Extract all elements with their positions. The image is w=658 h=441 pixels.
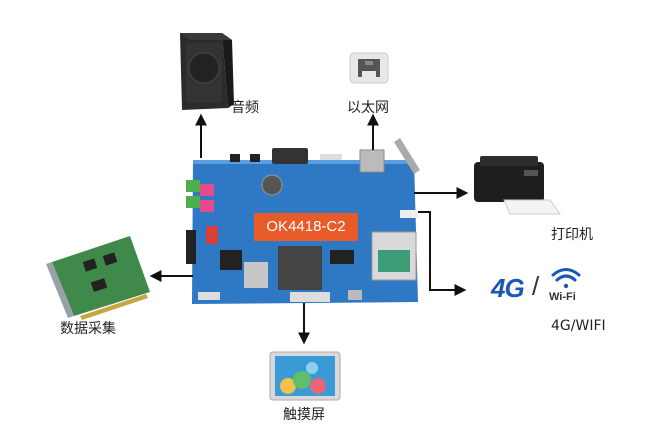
wireless-label: 4G/WIFI [551,318,606,334]
4g-logo: 4G [491,273,525,303]
ethernet-label: 以太网 [347,100,389,116]
touchscreen-image [269,351,341,401]
daq-label: 数据采集 [60,321,116,337]
daq-card-image [46,236,150,320]
ethernet-icon [349,52,389,84]
printer-label: 打印机 [551,227,593,243]
touchscreen-label: 触摸屏 [283,407,325,423]
board-model-label: OK4418-C2 [254,213,358,241]
arrow-4g-wifi [418,211,467,296]
wifi-logo-text: Wi-Fi [549,291,576,303]
arrows [149,113,469,345]
wifi-icon [551,268,581,289]
printer-image [474,156,561,215]
wireless-separator: / [532,271,540,301]
speaker-label: 音频 [231,100,259,116]
speaker-image [180,33,234,110]
